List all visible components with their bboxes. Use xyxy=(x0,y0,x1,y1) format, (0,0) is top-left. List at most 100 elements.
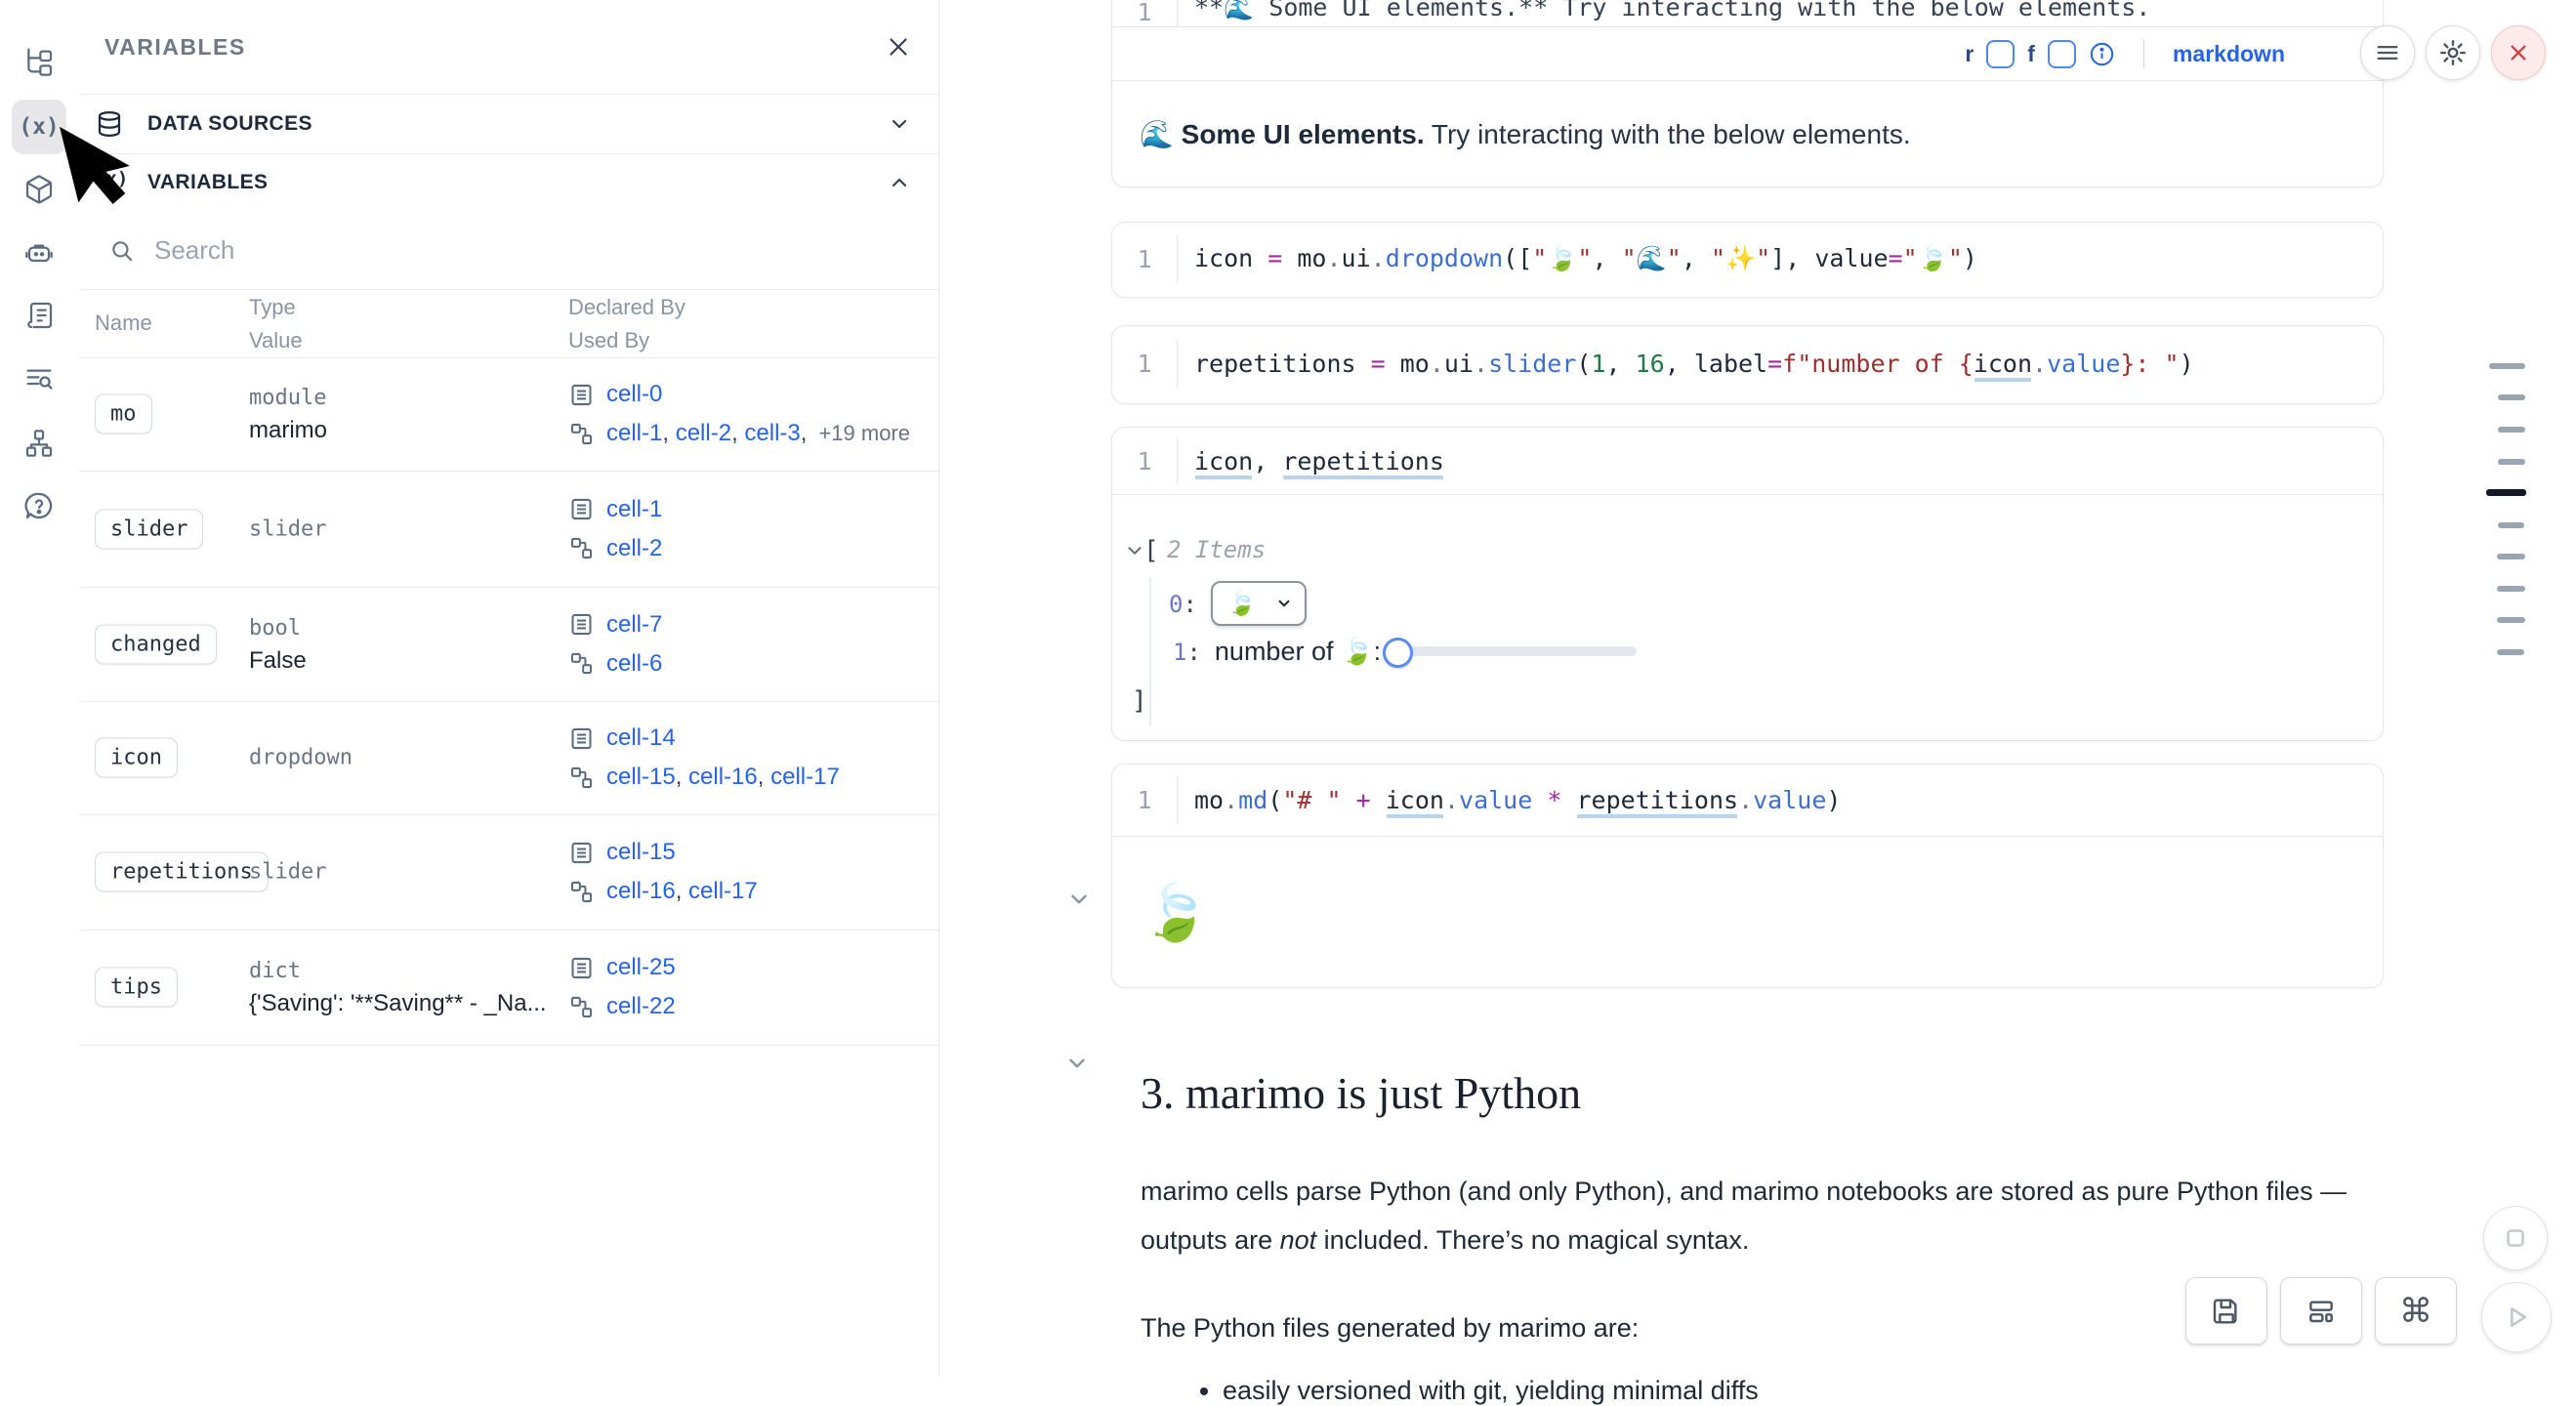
variable-name-badge[interactable]: mo xyxy=(95,393,152,434)
section-variables[interactable]: (x) VARIABLES xyxy=(79,153,938,212)
dropdown-select[interactable]: 🍃 xyxy=(1210,581,1307,626)
minimap-mark[interactable] xyxy=(2498,459,2525,465)
item-index: 0 xyxy=(1169,590,1184,618)
cell-link[interactable]: cell-25 xyxy=(606,954,676,980)
ai-chat-icon[interactable] xyxy=(12,226,66,280)
minimap-mark[interactable] xyxy=(2497,586,2525,592)
col-declared-by: Declared By xyxy=(568,295,686,319)
code-editor[interactable]: 1 repetitions = mo.ui.slider(1, 16, labe… xyxy=(1112,326,2383,401)
logs-icon[interactable] xyxy=(12,351,66,405)
reactive-checkbox[interactable] xyxy=(1986,39,2015,68)
cell-link[interactable]: cell-22 xyxy=(606,993,676,1019)
more-cells-label[interactable]: +19 more xyxy=(818,421,910,445)
cell-link[interactable]: cell-3 xyxy=(744,420,801,446)
variable-name-badge[interactable]: changed xyxy=(95,624,217,664)
variables-icon[interactable]: (x) xyxy=(12,100,66,154)
cell-link[interactable]: cell-16 xyxy=(688,764,758,790)
packages-icon[interactable] xyxy=(12,162,66,217)
declared-links[interactable]: cell-15 xyxy=(606,839,676,866)
cell-link[interactable]: cell-16 xyxy=(606,878,676,904)
declared-links[interactable]: cell-1 xyxy=(606,496,662,523)
declared-links[interactable]: cell-25 xyxy=(606,954,676,981)
table-row: repetitions slider cell-15 cell-16, cell… xyxy=(79,814,938,930)
paragraph-text: included. There’s no magical syntax. xyxy=(1316,1225,1750,1255)
markdown-language-badge[interactable]: markdown xyxy=(2172,40,2285,66)
code-editor[interactable]: 1 mo.md("# " + icon.value * repetitions.… xyxy=(1112,765,2383,836)
used-links[interactable]: cell-1, cell-2, cell-3, xyxy=(606,420,808,446)
col-used-by: Used By xyxy=(568,328,650,352)
declared-links[interactable]: cell-0 xyxy=(606,381,662,408)
variable-name-badge[interactable]: tips xyxy=(95,967,178,1008)
format-checkbox[interactable] xyxy=(2047,39,2076,68)
line-number: 1 xyxy=(1137,446,1152,476)
chevron-down-icon[interactable] xyxy=(888,112,911,136)
section-collapse-chevron-icon[interactable] xyxy=(1064,1051,1090,1076)
variable-name-badge[interactable]: icon xyxy=(95,737,178,778)
used-by-icon xyxy=(570,652,593,675)
minimap-mark-active[interactable] xyxy=(2486,489,2526,496)
cell-link[interactable]: cell-17 xyxy=(688,878,758,904)
cell-link[interactable]: cell-17 xyxy=(770,764,840,790)
settings-button[interactable] xyxy=(2426,25,2480,80)
declared-links[interactable]: cell-14 xyxy=(606,724,676,752)
cell-link[interactable]: cell-2 xyxy=(675,420,732,446)
cell-link[interactable]: cell-7 xyxy=(606,610,663,638)
cell-link[interactable]: cell-6 xyxy=(606,649,663,677)
used-links[interactable]: cell-6 xyxy=(606,650,662,678)
cell-collapse-chevron-icon[interactable] xyxy=(1066,887,1092,912)
cell-link[interactable]: cell-15 xyxy=(606,839,676,865)
help-icon[interactable] xyxy=(12,478,66,533)
variable-name-badge[interactable]: repetitions xyxy=(95,851,269,892)
cell-link[interactable]: cell-15 xyxy=(606,764,676,790)
variable-name-badge[interactable]: slider xyxy=(95,509,204,549)
minimap-mark[interactable] xyxy=(2497,649,2524,655)
cell-link[interactable]: cell-1 xyxy=(606,495,663,522)
line-number: 1 xyxy=(1137,244,1152,273)
tree-collapse-icon[interactable] xyxy=(1124,540,1145,561)
info-icon[interactable] xyxy=(2089,41,2115,67)
save-button[interactable] xyxy=(2185,1277,2267,1344)
shutdown-button[interactable] xyxy=(2491,25,2546,80)
icon-rail: (x) xyxy=(0,0,80,1377)
used-links[interactable]: cell-2 xyxy=(606,535,662,562)
cell-link[interactable]: cell-2 xyxy=(606,534,663,561)
declared-by-icon xyxy=(571,842,592,863)
snippets-icon[interactable] xyxy=(12,288,66,343)
run-button[interactable] xyxy=(2481,1282,2552,1352)
file-tree-icon[interactable] xyxy=(12,35,66,90)
chevron-up-icon[interactable] xyxy=(888,171,911,194)
minimap-mark[interactable] xyxy=(2498,427,2525,433)
minimap-mark[interactable] xyxy=(2498,522,2524,528)
layout-button[interactable] xyxy=(2280,1277,2362,1344)
slider[interactable] xyxy=(1383,638,1638,668)
items-count-label: 2 Items xyxy=(1167,536,1267,563)
search-input[interactable] xyxy=(152,234,742,267)
close-panel-icon[interactable] xyxy=(884,32,913,62)
search-icon xyxy=(112,240,133,262)
dependencies-icon[interactable] xyxy=(12,416,66,471)
minimap-mark[interactable] xyxy=(2497,617,2525,623)
code-editor[interactable]: 1 icon, repetitions xyxy=(1112,428,2383,494)
notebook-menu-button[interactable] xyxy=(2360,25,2415,80)
cell-link[interactable]: cell-14 xyxy=(606,724,676,751)
cell-link[interactable]: cell-0 xyxy=(606,381,663,407)
slider-thumb[interactable] xyxy=(1383,638,1414,668)
bracket-open: [ xyxy=(1143,536,1159,565)
code-editor[interactable]: 1 **🌊 Some UI elements.** Try interactin… xyxy=(1112,0,2383,26)
declared-by-icon xyxy=(571,957,592,978)
code-editor[interactable]: 1 icon = mo.ui.dropdown(["🍃", "🌊", "✨"],… xyxy=(1112,223,2383,295)
minimap-mark[interactable] xyxy=(2497,554,2525,559)
used-links[interactable]: cell-22 xyxy=(606,993,676,1020)
variable-type: dict xyxy=(249,959,301,983)
section-data-sources[interactable]: DATA SOURCES xyxy=(79,94,938,154)
line-number: 1 xyxy=(1137,0,1152,26)
used-links[interactable]: cell-16, cell-17 xyxy=(606,878,758,904)
command-palette-button[interactable]: ⌘ xyxy=(2375,1277,2457,1344)
minimap-mark[interactable] xyxy=(2498,394,2525,400)
cell-link[interactable]: cell-1 xyxy=(606,420,663,446)
declared-links[interactable]: cell-7 xyxy=(606,611,662,639)
used-links[interactable]: cell-15, cell-16, cell-17 xyxy=(606,764,840,790)
stop-button[interactable] xyxy=(2483,1206,2548,1270)
minimap-mark[interactable] xyxy=(2489,363,2525,369)
variable-type: dropdown xyxy=(249,745,353,770)
